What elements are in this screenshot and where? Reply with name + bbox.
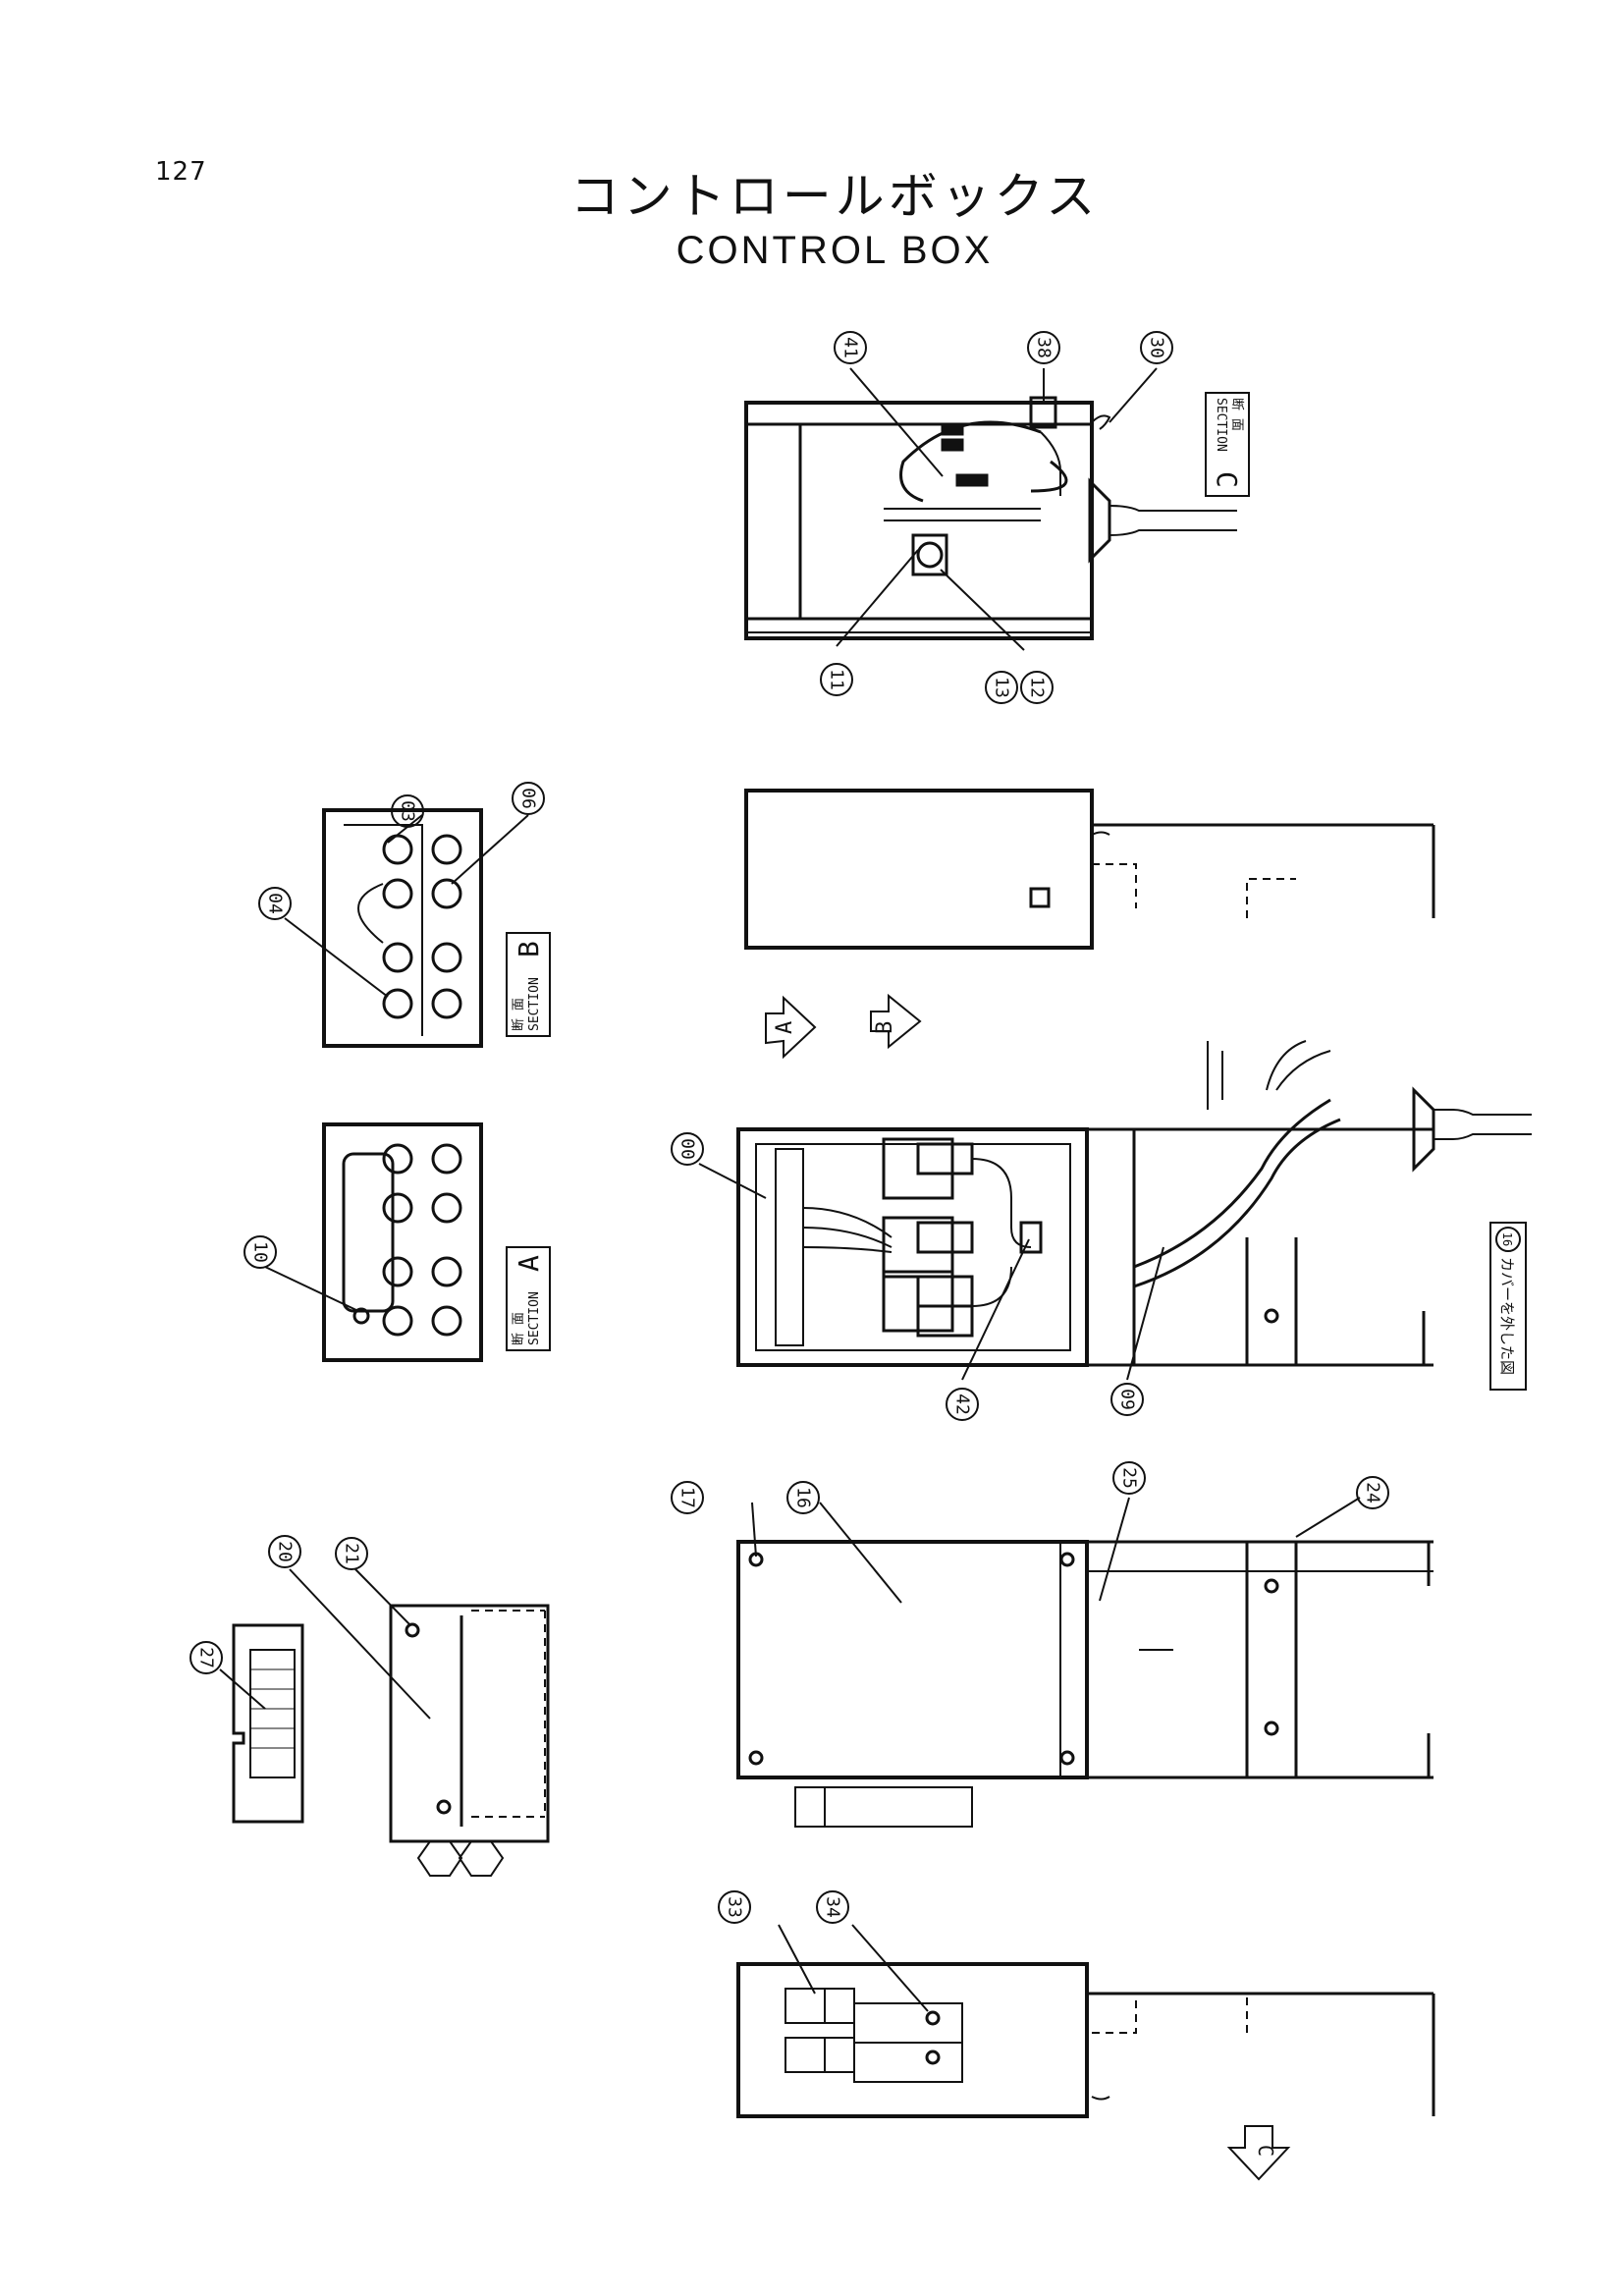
svg-text:00: 00 (677, 1138, 698, 1160)
callout-00: 00 (671, 1132, 704, 1166)
cover-removed-note: 16 カバーを外した図 (1489, 1222, 1527, 1391)
cover-plate-view (389, 1604, 550, 1877)
svg-text:断 面: 断 面 (512, 1312, 526, 1345)
svg-text:03: 03 (398, 800, 418, 822)
svg-text:カバーを外した図: カバーを外した図 (1498, 1257, 1516, 1375)
view-arrow-c (1226, 2125, 1291, 2181)
svg-text:SECTION: SECTION (527, 977, 542, 1031)
callout-04: 04 (258, 887, 292, 920)
callout-17: 17 (671, 1481, 704, 1514)
callout-24: 24 (1356, 1476, 1389, 1509)
callout-21: 21 (335, 1537, 368, 1570)
callout-03: 03 (391, 794, 424, 828)
svg-text:断 面: 断 面 (1229, 398, 1244, 431)
lower-view (736, 1962, 1435, 2118)
callout-12: 12 (1020, 671, 1054, 704)
svg-text:SECTION: SECTION (1214, 398, 1228, 452)
section-b-view (322, 808, 483, 1048)
callout-10: 10 (243, 1235, 277, 1269)
svg-text:42: 42 (952, 1394, 973, 1415)
svg-text:SECTION: SECTION (527, 1291, 542, 1345)
arrow-a-label: A (773, 1021, 797, 1034)
svg-text:11: 11 (827, 669, 847, 690)
arrow-c-label: C (1254, 2145, 1277, 2157)
callout-27: 27 (189, 1641, 223, 1674)
section-a-tag: 断 面 SECTION A (506, 1246, 551, 1351)
svg-text:04: 04 (265, 893, 286, 914)
callout-09: 09 (1110, 1383, 1144, 1416)
svg-text:38: 38 (1034, 337, 1055, 358)
callout-16: 16 (786, 1481, 820, 1514)
callout-41: 41 (834, 331, 867, 364)
page-title: コントロールボックス CONTROL BOX (550, 167, 1119, 275)
svg-text:21: 21 (342, 1543, 362, 1564)
title-english: CONTROL BOX (676, 229, 994, 272)
svg-text:C: C (1211, 471, 1243, 488)
callouts: 41 38 30 11 13 12 03 06 04 10 00 42 09 1… (189, 331, 1389, 1924)
svg-text:09: 09 (1117, 1389, 1138, 1410)
callout-06: 06 (512, 782, 545, 815)
section-c-tag: 断 面 SECTION C (1205, 392, 1250, 497)
svg-text:20: 20 (275, 1541, 296, 1562)
svg-text:B: B (513, 941, 545, 957)
svg-text:06: 06 (518, 788, 539, 809)
callout-13: 13 (985, 671, 1018, 704)
section-c-view (744, 396, 1237, 640)
callout-38: 38 (1027, 331, 1060, 364)
page-number: 127 (155, 157, 207, 187)
svg-text:13: 13 (992, 677, 1012, 698)
svg-text:41: 41 (840, 337, 861, 358)
svg-text:25: 25 (1119, 1467, 1140, 1489)
callout-20: 20 (268, 1535, 301, 1568)
svg-text:34: 34 (823, 1896, 843, 1918)
title-japanese: コントロールボックス (569, 168, 1100, 225)
svg-text:16: 16 (1500, 1232, 1514, 1246)
svg-text:A: A (513, 1255, 545, 1272)
svg-text:12: 12 (1027, 677, 1048, 698)
callout-25: 25 (1112, 1461, 1146, 1495)
section-b-tag: 断 面 SECTION B (506, 932, 551, 1037)
callout-11: 11 (820, 663, 853, 696)
view-arrow-b (870, 993, 922, 1050)
callout-34: 34 (816, 1890, 849, 1924)
svg-text:33: 33 (725, 1896, 745, 1918)
view-arrow-a (765, 995, 817, 1060)
svg-text:16: 16 (793, 1487, 814, 1508)
callout-30: 30 (1140, 331, 1173, 364)
svg-text:10: 10 (250, 1241, 271, 1263)
nameplate-view (232, 1623, 304, 1824)
svg-text:30: 30 (1147, 337, 1167, 358)
cover-removed-view (736, 1040, 1532, 1367)
callout-33: 33 (718, 1890, 751, 1924)
svg-text:17: 17 (677, 1487, 698, 1508)
side-view (744, 789, 1435, 950)
svg-text:24: 24 (1363, 1482, 1383, 1503)
front-view (736, 1540, 1434, 1828)
leader-lines (219, 367, 1361, 2012)
svg-text:断 面: 断 面 (512, 998, 526, 1031)
section-a-view (322, 1122, 483, 1362)
svg-text:27: 27 (196, 1647, 217, 1668)
arrow-b-label: B (873, 1021, 897, 1034)
callout-42: 42 (946, 1388, 979, 1421)
